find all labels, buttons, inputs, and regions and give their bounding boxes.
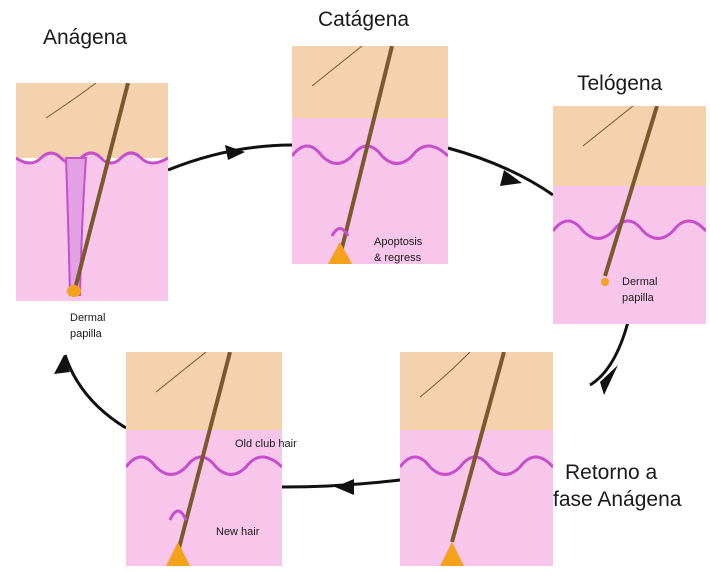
- annotation-anagen-papilla: papilla: [70, 328, 102, 341]
- annotation-new-hair: New hair: [216, 526, 259, 539]
- annotation-catagen-apoptosis: Apoptosis: [374, 236, 422, 249]
- arrowhead-3: [600, 365, 618, 395]
- arrow-catagen-to-telogen: [448, 148, 553, 195]
- title-anagen: Anágena: [43, 26, 127, 50]
- annotation-anagen-dermal: Dermal: [70, 312, 105, 325]
- title-return-line2: fase Anágena: [553, 488, 681, 512]
- panel-return-anagen: [400, 352, 553, 566]
- panel-catagen: [292, 46, 448, 264]
- annotation-telogen-dermal: Dermal: [622, 276, 657, 289]
- arrow-early-anagen-to-anagen: [65, 355, 126, 428]
- annotation-old-club-hair: Old club hair: [235, 438, 297, 451]
- title-telogen: Telógena: [577, 72, 662, 96]
- title-return-line1: Retorno a: [565, 461, 657, 485]
- arrowhead-4: [335, 479, 354, 495]
- annotation-catagen-regress: & regress: [374, 252, 421, 265]
- arrowhead-1: [225, 145, 245, 160]
- title-catagen: Catágena: [318, 8, 409, 32]
- panel-anagen: [16, 83, 168, 301]
- annotation-telogen-papilla: papilla: [622, 292, 654, 305]
